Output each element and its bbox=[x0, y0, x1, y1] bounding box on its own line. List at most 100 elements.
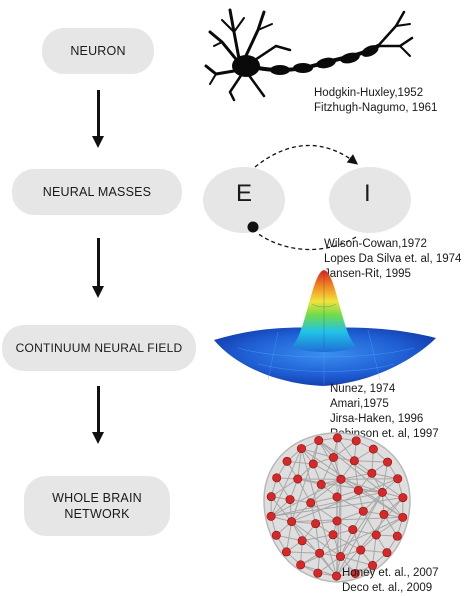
stage-neuron-label: NEURON bbox=[70, 44, 126, 58]
network-node bbox=[287, 517, 297, 527]
network-node bbox=[315, 548, 325, 558]
reference-item: Deco et. al., 2009 bbox=[342, 582, 433, 594]
network-node bbox=[383, 457, 393, 467]
network-node bbox=[398, 512, 408, 522]
stage-neuron: NEURON bbox=[42, 28, 154, 74]
arrow-neuron-to-masses bbox=[92, 90, 104, 150]
network-edge bbox=[337, 437, 355, 462]
network-nodes bbox=[266, 433, 408, 581]
network-node bbox=[348, 525, 358, 535]
reference-item: Hodgkin-Huxley,1952 bbox=[314, 87, 424, 99]
network-edge bbox=[270, 448, 302, 517]
network-node bbox=[311, 519, 321, 529]
network-node bbox=[271, 530, 281, 540]
inhibitory-population bbox=[329, 167, 411, 233]
stage-neural-masses: NEURAL MASSES bbox=[12, 169, 182, 215]
network-node bbox=[266, 492, 276, 502]
network-edge bbox=[297, 448, 302, 480]
network-edge bbox=[310, 502, 338, 522]
network-edge bbox=[340, 529, 354, 557]
reference-item: Jirsa-Haken, 1996 bbox=[330, 413, 424, 425]
network-node bbox=[328, 530, 338, 540]
network-edge bbox=[336, 510, 364, 522]
references-whole-brain: Honey et. al., 2007 Deco et. al., 2009 bbox=[342, 566, 439, 596]
network-node bbox=[272, 473, 282, 483]
network-edge bbox=[297, 478, 312, 504]
network-edge bbox=[354, 460, 388, 463]
network-node bbox=[353, 485, 363, 495]
stage-continuum-neural-field: CONTINUUM NEURAL FIELD bbox=[2, 325, 196, 371]
network-node bbox=[349, 456, 359, 466]
network-edge bbox=[340, 492, 383, 557]
inhibitory-projection bbox=[256, 232, 357, 251]
network-edge bbox=[318, 440, 404, 499]
network-node bbox=[297, 536, 307, 546]
network-node bbox=[296, 560, 306, 570]
network-node bbox=[282, 456, 292, 466]
network-edge bbox=[336, 496, 364, 512]
network-edge bbox=[310, 478, 342, 504]
stage-whole-brain-network: WHOLE BRAIN NETWORK bbox=[24, 476, 170, 536]
network-node bbox=[392, 531, 402, 541]
network-edge bbox=[302, 534, 334, 542]
network-node bbox=[296, 444, 306, 454]
brain-network-icon bbox=[263, 432, 411, 583]
network-edge bbox=[285, 521, 293, 552]
network-edge bbox=[291, 478, 398, 523]
network-node bbox=[398, 493, 408, 503]
reference-item: Amari,1975 bbox=[330, 398, 389, 410]
network-edge bbox=[270, 496, 292, 522]
reference-item: Wilson-Cowan,1972 bbox=[324, 238, 427, 250]
network-node bbox=[332, 433, 342, 443]
reference-item: Lopes Da Silva et. al, 1974 bbox=[324, 253, 462, 265]
network-node bbox=[308, 459, 318, 469]
mexican-hat-surface-icon bbox=[214, 270, 436, 386]
reference-item: Honey et. al., 2007 bbox=[342, 567, 439, 579]
references-neural-masses: Wilson-Cowan,1972 Lopes Da Silva et. al,… bbox=[324, 237, 461, 282]
network-node bbox=[328, 452, 338, 462]
network-edge bbox=[372, 534, 377, 566]
network-node bbox=[314, 436, 324, 446]
network-node bbox=[393, 474, 403, 484]
network-edge bbox=[270, 478, 299, 498]
network-node bbox=[316, 479, 326, 489]
network-edge bbox=[336, 497, 404, 577]
inhibitory-synapse-dot bbox=[247, 221, 259, 233]
network-node bbox=[379, 509, 389, 519]
network-node bbox=[293, 474, 303, 484]
references-neuron: Hodgkin-Huxley,1952 Fitzhugh-Nagumo, 196… bbox=[314, 86, 437, 116]
network-edge bbox=[381, 462, 389, 493]
arrow-masses-to-field bbox=[92, 238, 104, 300]
network-node bbox=[336, 552, 346, 562]
excitatory-projection bbox=[254, 144, 359, 168]
reference-item: Nunez, 1974 bbox=[330, 383, 396, 395]
network-edge bbox=[297, 478, 383, 493]
network-node bbox=[358, 506, 368, 516]
network-node bbox=[313, 568, 323, 578]
excitatory-label: E bbox=[236, 180, 253, 207]
e-i-populations-icon bbox=[203, 144, 411, 251]
network-node bbox=[332, 492, 342, 502]
network-edge bbox=[333, 440, 357, 458]
network-edge bbox=[375, 516, 404, 536]
network-edge bbox=[291, 521, 341, 557]
network-node bbox=[285, 495, 295, 505]
network-edge bbox=[271, 491, 383, 517]
network-edge bbox=[317, 556, 341, 574]
network-edge bbox=[336, 492, 383, 577]
network-node bbox=[368, 560, 378, 570]
network-node bbox=[281, 547, 291, 557]
network-edge bbox=[340, 478, 383, 493]
network-node bbox=[350, 568, 360, 578]
stage-continuum-neural-field-label: CONTINUUM NEURAL FIELD bbox=[15, 341, 183, 355]
network-node bbox=[266, 511, 276, 521]
stage-neural-masses-label: NEURAL MASSES bbox=[42, 185, 152, 199]
network-node bbox=[336, 474, 346, 484]
network-node bbox=[332, 516, 342, 526]
neuron-icon bbox=[204, 8, 414, 102]
excitatory-population bbox=[203, 167, 285, 233]
network-node bbox=[382, 548, 392, 558]
network-node bbox=[332, 571, 342, 581]
stage-whole-brain-label-line-2: NETWORK bbox=[64, 507, 130, 521]
network-edge bbox=[320, 457, 334, 485]
